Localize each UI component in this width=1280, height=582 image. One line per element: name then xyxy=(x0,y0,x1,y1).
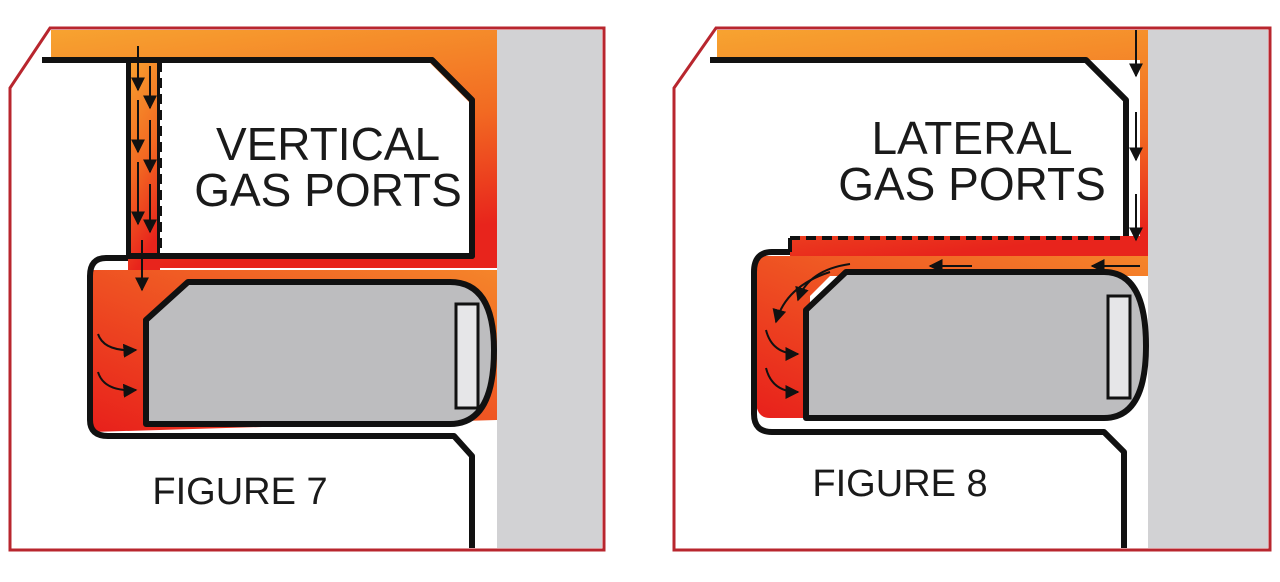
figure-7-caption: FIGURE 7 xyxy=(152,471,327,513)
figure-7-crown-outline xyxy=(44,57,475,259)
figure-8-cylinder-wall xyxy=(1148,30,1268,548)
figure-7-piston-crown xyxy=(160,63,469,253)
figure-8-label-line1: LATERAL xyxy=(871,112,1072,164)
figure-7-ring-face xyxy=(454,302,480,410)
figure-8-ring-groove-outline xyxy=(751,249,1127,548)
figure-8-label-line2: GAS PORTS xyxy=(838,158,1106,210)
figure-8-gas-channel xyxy=(717,30,1148,270)
figure-7-piston-skirt xyxy=(12,62,472,548)
figure-7-panel: VERTICAL GAS PORTS FIGURE 7 xyxy=(8,26,606,552)
figure-8-piston-ring xyxy=(803,269,1149,421)
figure-8-crown-outline xyxy=(710,57,1129,236)
figure-7-cylinder-wall xyxy=(497,30,602,548)
figure-8-piston-body xyxy=(678,62,1124,548)
figure-7-piston-ring xyxy=(143,279,497,427)
figure-7-label-line1: VERTICAL xyxy=(216,118,440,170)
figure-8-caption: FIGURE 8 xyxy=(812,463,987,505)
figure-7-ring-groove-outline xyxy=(87,255,475,548)
figure-7-label-line2: GAS PORTS xyxy=(194,164,462,216)
figure-7-vertical-port xyxy=(128,58,160,270)
figure-8-ring-face xyxy=(1106,294,1132,400)
figure-8-panel: LATERAL GAS PORTS FIGURE 8 xyxy=(672,26,1272,552)
figure-8-flow-arrows xyxy=(765,30,1143,399)
figure-7-flow-arrows xyxy=(97,46,157,398)
